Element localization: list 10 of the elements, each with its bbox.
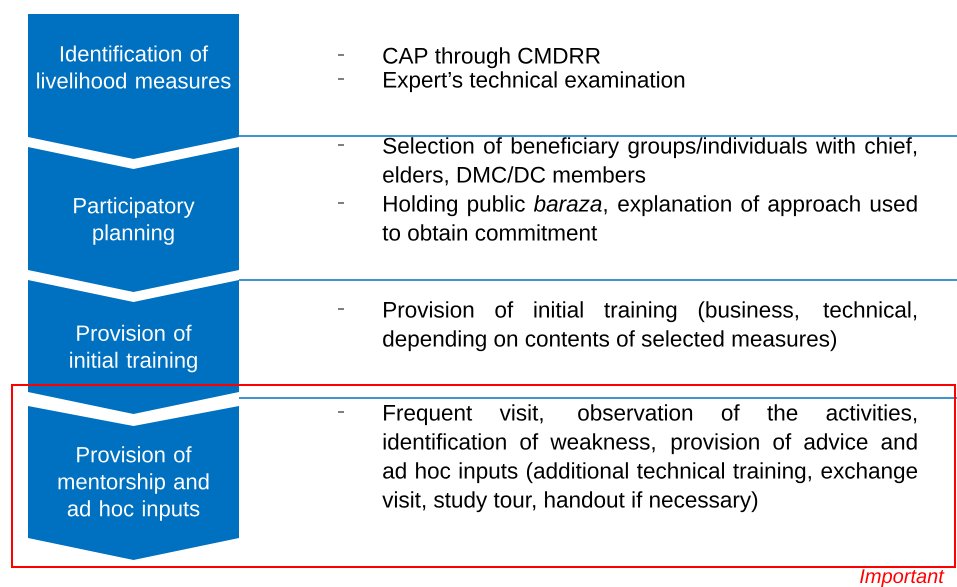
bullet-text: Holding public baraza, explanation of approach used to obtain commitment (382, 195, 917, 241)
bullet-text: Frequent visit, observation of the activities, identification of weakness, provision of advice and ad hoc inputs (additional technical training, exchange visit, study tour, handout if necessary) (382, 404, 918, 512)
chevron-step: Identification of livelihood measures (28, 14, 239, 159)
chevron-step: Provision of mentorship and ad hoc inputs (28, 406, 239, 560)
bullet-text: Provision of initial training (business, technical, depending on contents of selected measures) (383, 301, 916, 352)
bullet-text: CAP through CMDRR (383, 47, 600, 68)
chevron-step: Participatory planning (28, 147, 239, 292)
chevron-step: Provision of initial training (28, 280, 239, 414)
bullet-text: Expert’s technical examination (384, 71, 684, 92)
node-label: Important (860, 569, 944, 587)
